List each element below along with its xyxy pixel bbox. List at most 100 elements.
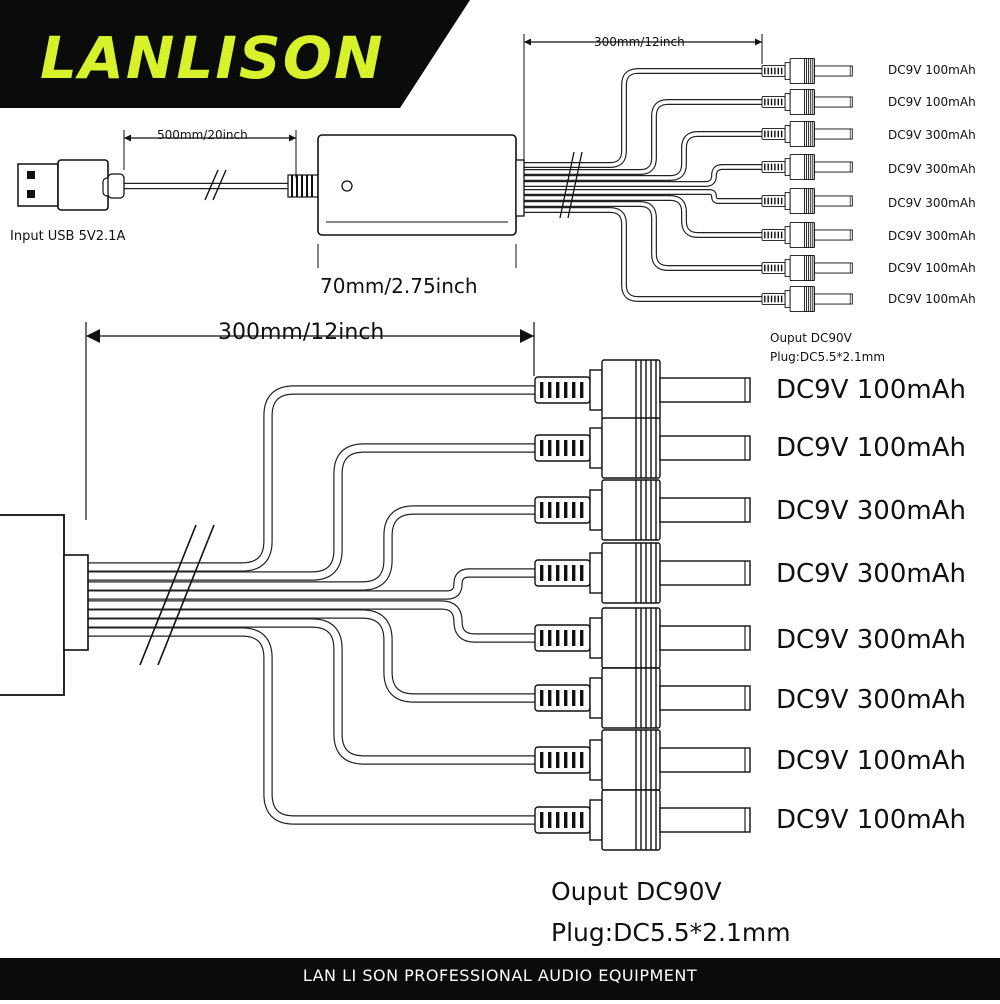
top-wire-outline: [520, 68, 764, 168]
plug-barrel: [814, 229, 853, 241]
detail-break-mark: [157, 524, 215, 666]
groove: [767, 67, 769, 75]
detail-output-cap: [63, 554, 89, 651]
brand-logo: LANLISON: [40, 24, 383, 92]
plug-neck: [784, 192, 791, 210]
groove: [580, 812, 584, 828]
groove: [548, 565, 552, 581]
groove: [540, 382, 544, 398]
groove: [770, 264, 773, 272]
plug-neck: [589, 427, 603, 469]
groove: [777, 231, 779, 239]
top-dc-plug: [761, 57, 853, 85]
box-output-cap: [515, 159, 525, 217]
detail-output-label: DC9V 100mAh: [776, 375, 966, 405]
usb-cable-length: 500mm/20inch: [157, 128, 248, 142]
plug-neck: [784, 93, 791, 111]
groove: [556, 565, 560, 581]
top-wire-fill: [520, 202, 764, 270]
plug-barrel: [659, 497, 751, 523]
led-indicator-icon: [341, 180, 353, 192]
detail-cable-length: 300mm/12inch: [218, 320, 385, 345]
groove: [764, 295, 766, 303]
hardware-group: [0, 134, 583, 696]
groove: [774, 67, 776, 75]
detail-wire-outline: [86, 385, 538, 572]
detail-wire-outline: [86, 627, 538, 825]
groove: [767, 130, 769, 138]
usb-plug-metal: [17, 163, 59, 207]
groove: [764, 98, 766, 106]
groove: [764, 264, 766, 272]
footer-text: LAN LI SON PROFESSIONAL AUDIO EQUIPMENT: [302, 966, 698, 985]
groove: [572, 690, 576, 706]
detail-plug-spec: Plug:DC5.5*2.1mm: [551, 918, 791, 947]
top-dc-plug: [761, 120, 853, 148]
usb-plug-body: [57, 159, 109, 211]
plug-neck: [784, 226, 791, 244]
groove: [564, 502, 568, 518]
detail-output-label: DC9V 100mAh: [776, 433, 966, 463]
plug-barrel: [814, 128, 853, 140]
groove: [564, 630, 568, 646]
groove: [767, 98, 769, 106]
groove: [770, 197, 773, 205]
bundle-break-mark: [567, 151, 583, 219]
groove: [580, 690, 584, 706]
plug-barrel: [659, 807, 751, 833]
plug-neck: [589, 369, 603, 411]
plug-barrel: [814, 96, 853, 108]
groove: [548, 812, 552, 828]
detail-wire-fill: [86, 386, 538, 571]
plug-barrel: [814, 293, 853, 305]
plug-neck: [784, 259, 791, 277]
cable-break-mark: [212, 169, 227, 201]
groove: [556, 502, 560, 518]
output-cable-length-small: 300mm/12inch: [594, 35, 685, 49]
usb-pin: [27, 190, 35, 198]
groove: [572, 440, 576, 456]
groove: [564, 752, 568, 768]
groove: [780, 231, 783, 239]
top-wire-fill: [520, 208, 764, 301]
detail-wire-fill: [86, 610, 538, 702]
detail-dc-plug: [534, 479, 751, 541]
detail-output-label: DC9V 100mAh: [776, 746, 966, 776]
groove: [564, 440, 568, 456]
footer-bar: LAN LI SON PROFESSIONAL AUDIO EQUIPMENT: [0, 958, 1000, 1000]
groove: [770, 98, 773, 106]
groove: [540, 812, 544, 828]
dimension-lines: [85, 34, 763, 520]
detail-output-spec: Ouput DC90V: [551, 877, 722, 906]
groove: [580, 440, 584, 456]
plug-barrel: [659, 377, 751, 403]
top-wire-group: [520, 68, 764, 302]
usb-strain-relief: [107, 173, 125, 199]
detail-dim-arrow: [520, 329, 534, 343]
groove: [777, 130, 779, 138]
input-label: Input USB 5V2.1A: [10, 229, 126, 244]
top-output-label: DC9V 100mAh: [888, 95, 976, 109]
groove: [556, 630, 560, 646]
groove: [548, 690, 552, 706]
top-wire-outline: [520, 99, 764, 175]
groove: [780, 295, 783, 303]
top-out-dim-arrow: [755, 38, 762, 46]
detail-wire-fill: [86, 506, 538, 590]
plug-barrel: [814, 262, 853, 274]
plug-neck: [589, 799, 603, 841]
plug-barrel: [659, 560, 751, 586]
groove: [548, 502, 552, 518]
groove: [777, 98, 779, 106]
groove: [580, 630, 584, 646]
groove: [564, 812, 568, 828]
groove: [767, 295, 769, 303]
top-dc-plug: [761, 187, 853, 215]
top-output-label: DC9V 300mAh: [888, 196, 976, 210]
groove: [572, 502, 576, 518]
groove: [572, 382, 576, 398]
top-wire-fill: [520, 190, 764, 203]
top-output-label: DC9V 100mAh: [888, 63, 976, 77]
